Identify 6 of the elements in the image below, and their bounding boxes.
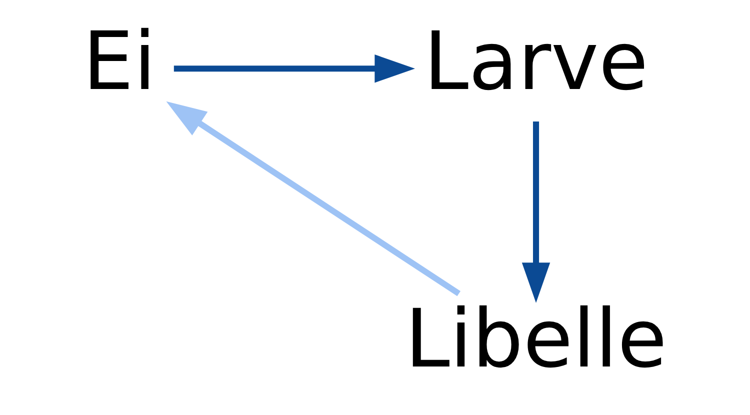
arrow	[166, 101, 460, 296]
node-text: Libelle	[404, 292, 668, 386]
node-text: Larve	[424, 14, 648, 108]
arrow	[174, 54, 416, 83]
arrow	[522, 121, 550, 303]
node-text: Ei	[82, 14, 156, 108]
